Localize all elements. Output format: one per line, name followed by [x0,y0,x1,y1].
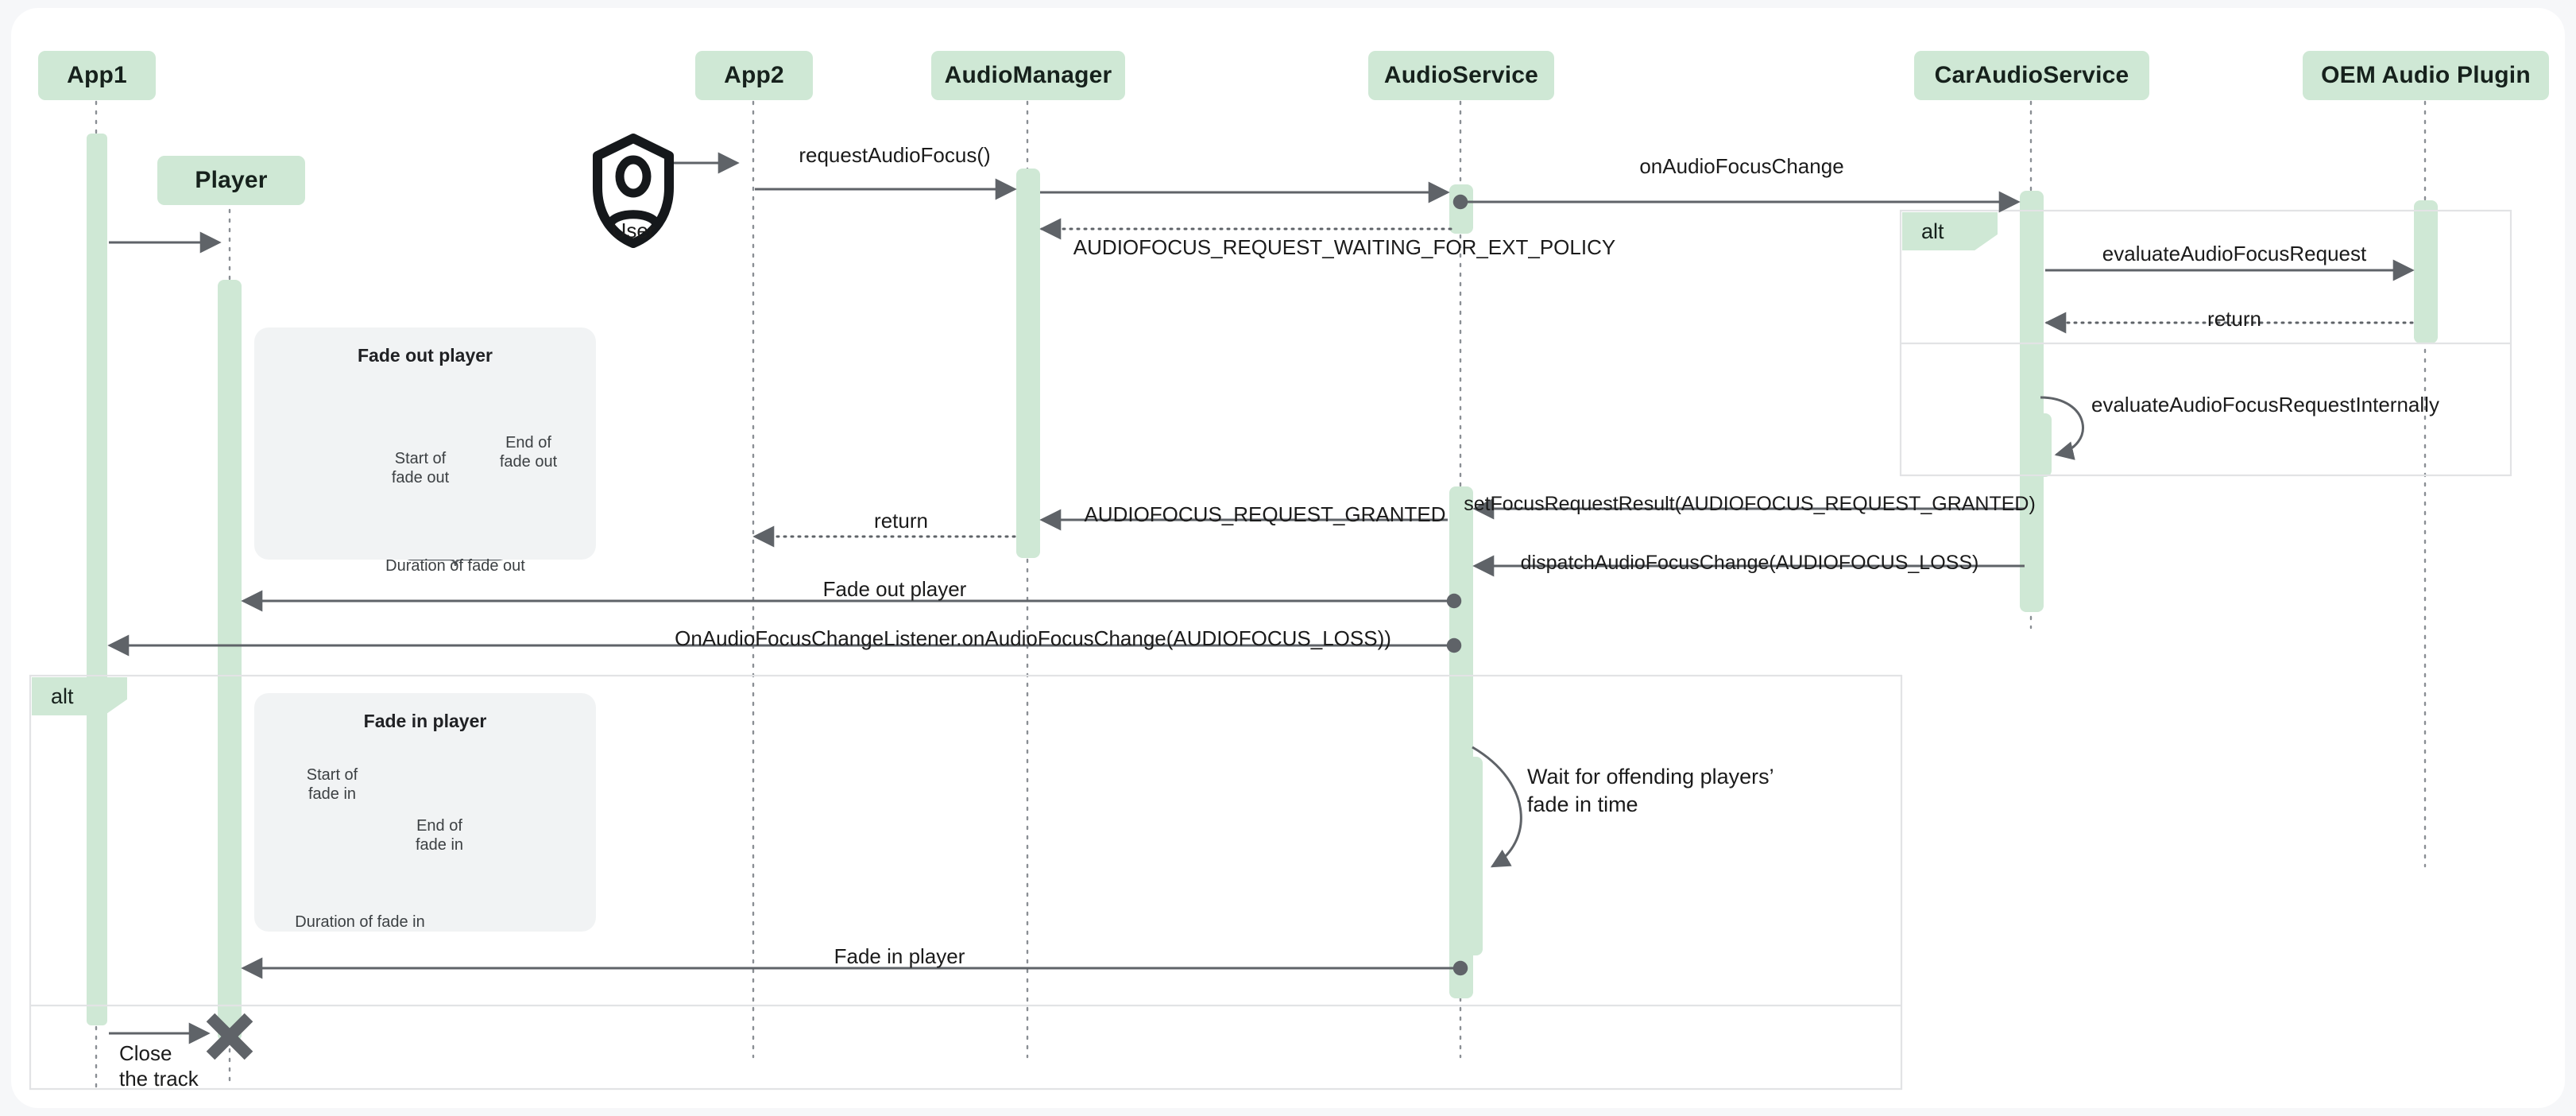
fragment-alt-upper-frame [1899,209,2512,477]
message-label-evaluateAudioFocusRequest: evaluateAudioFocusRequest [2102,242,2367,265]
participant-app1[interactable]: App1 [38,51,156,100]
activation-audioservice-nested [1459,757,1483,955]
activation-audiomanager [1016,169,1040,558]
message-label-setFocusRequestResult: setFocusRequestResult(AUDIOFOCUS_REQUEST… [1464,493,2036,515]
fragment-alt-lower-tag: alt [32,677,127,715]
note-wait-for-fade-in: Wait for offending players’ fade in time [1527,765,1774,816]
activation-audioservice-1 [1449,184,1473,234]
activation-app1 [87,134,107,1025]
fade-out-chart-title: Fade out player [358,345,493,366]
fragment-alt-upper-tag: alt [1902,212,1998,250]
message-label-return-audiomanager: return [874,509,928,533]
activation-player [218,280,242,1041]
participant-audioservice[interactable]: AudioService [1368,51,1554,100]
participant-caraudioservice[interactable]: CarAudioService [1914,51,2149,100]
activation-caraudioservice [2020,191,2044,612]
arrow-note-wait [1472,746,1522,868]
fragment-alt-lower-frame [29,674,1903,1091]
fade-in-chart-title: Fade in player [363,711,487,731]
message-label-requestAudioFocus: requestAudioFocus() [799,143,991,167]
fade-out-chart-card: Fade out player [254,327,596,560]
message-label-fade-in-player: Fade in player [834,944,965,968]
message-label-evaluateInternally: evaluateAudioFocusRequestInternally [2091,393,2439,417]
message-label-onAudioFocusChange: onAudioFocusChange [1639,154,1844,178]
activation-caraudioservice-self [2031,413,2052,477]
message-label-fade-out-player: Fade out player [822,577,967,601]
activation-oemplugin [2414,200,2438,343]
actor-user-label: User [611,219,656,242]
message-label-waiting-for-ext-policy: AUDIOFOCUS_REQUEST_WAITING_FOR_EXT_POLIC… [1073,235,1616,259]
fade-in-chart-card: Fade in player [254,693,596,932]
destroy-x-icon [206,1013,253,1060]
arrow-m6-self [2040,396,2084,460]
participant-player[interactable]: Player [157,156,305,205]
fade-in-duration-label: Duration of fade in [295,913,425,931]
participant-audiomanager[interactable]: AudioManager [931,51,1125,100]
message-label-dispatchAudioFocusChange: dispatchAudioFocusChange(AUDIOFOCUS_LOSS… [1520,552,1979,574]
message-label-return-oem: return [2207,307,2261,331]
participant-app2[interactable]: App2 [695,51,813,100]
message-label-onAudioFocusChangeListener: OnAudioFocusChangeListener.onAudioFocusC… [675,626,1391,650]
fade-out-duration-label: Duration of fade out [385,557,525,575]
participant-oemplugin[interactable]: OEM Audio Plugin [2303,51,2549,100]
user-shield-icon [593,134,674,248]
message-label-request-granted: AUDIOFOCUS_REQUEST_GRANTED [1084,502,1446,526]
